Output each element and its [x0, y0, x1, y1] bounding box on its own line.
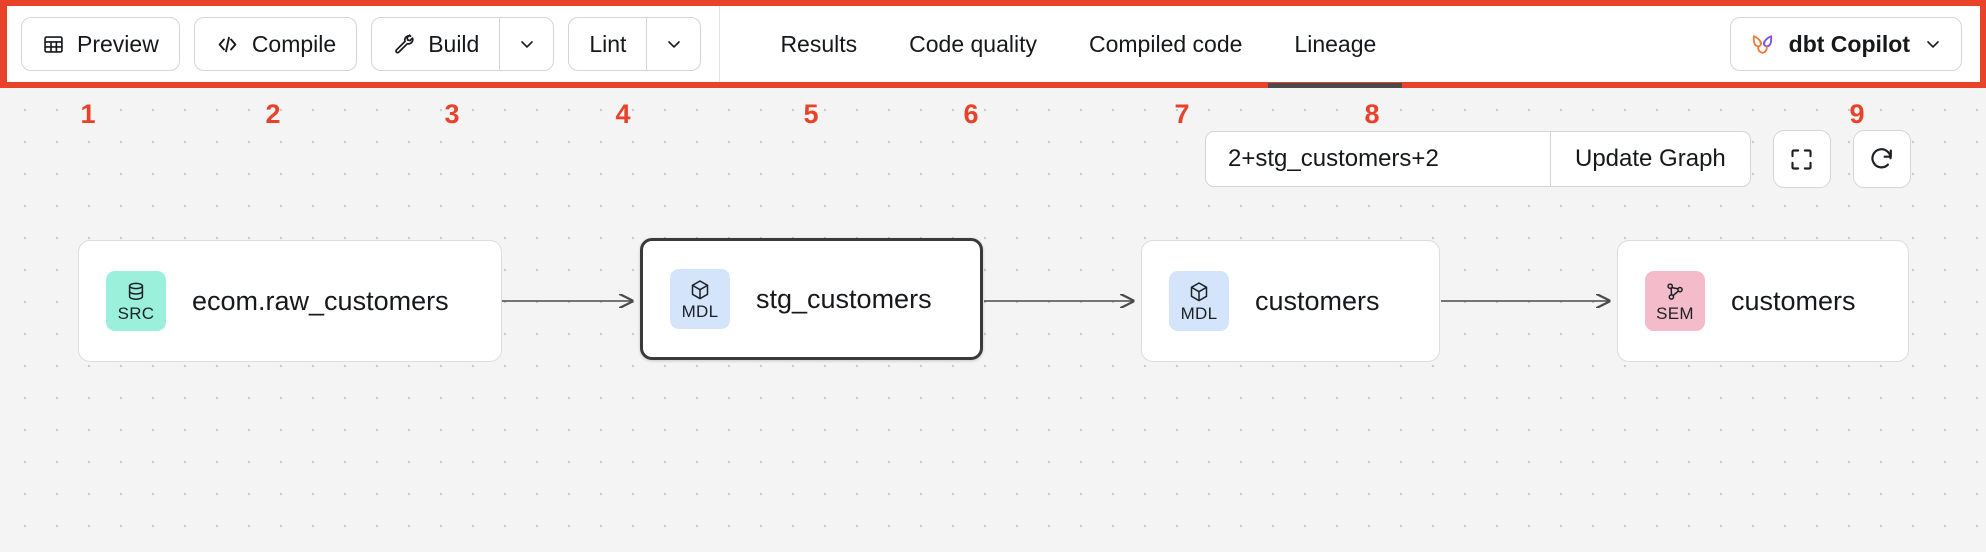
- chevron-down-icon: [517, 34, 537, 54]
- node-badge-label: SEM: [1656, 304, 1694, 323]
- node-selection-group: Update Graph: [1205, 131, 1751, 187]
- build-button-label: Build: [428, 30, 480, 57]
- chevron-down-icon: [1923, 34, 1943, 54]
- build-button[interactable]: Build: [372, 18, 499, 70]
- node-badge-label: MDL: [681, 302, 719, 321]
- graph-controls: Update Graph: [1205, 130, 1911, 188]
- node-badge-label: SRC: [117, 304, 155, 323]
- dbt-copilot-button[interactable]: dbt Copilot: [1729, 17, 1962, 71]
- node-badge-sem: SEM: [1645, 271, 1705, 331]
- database-icon: [124, 280, 148, 304]
- refresh-icon: [1867, 145, 1896, 174]
- toolbar-action-group: Preview Compile Build: [7, 6, 721, 82]
- build-split-button: Build: [371, 17, 555, 71]
- node-title: stg_customers: [756, 283, 932, 314]
- lineage-node-stg-customers[interactable]: MDL stg_customers: [640, 238, 983, 360]
- lineage-node-customers-semantic[interactable]: SEM customers: [1617, 240, 1909, 362]
- tab-code-quality[interactable]: Code quality: [909, 30, 1037, 57]
- lint-dropdown-toggle[interactable]: [646, 18, 700, 70]
- refresh-graph-button[interactable]: [1852, 130, 1911, 188]
- result-panel-tabs: Results Code quality Compiled code Linea…: [720, 6, 1729, 88]
- lint-button[interactable]: Lint: [569, 18, 646, 70]
- table-icon: [42, 33, 65, 56]
- dbt-copilot-icon: [1749, 31, 1776, 58]
- tab-compiled-code[interactable]: Compiled code: [1089, 30, 1243, 57]
- fit-view-button[interactable]: [1772, 130, 1831, 188]
- node-title: ecom.raw_customers: [192, 285, 449, 316]
- lineage-canvas[interactable]: Update Graph: [0, 88, 1986, 552]
- build-dropdown-toggle[interactable]: [499, 18, 553, 70]
- dbt-copilot-label: dbt Copilot: [1788, 30, 1910, 57]
- node-title: customers: [1255, 285, 1380, 316]
- code-brackets-icon: [215, 32, 240, 57]
- tab-lineage[interactable]: Lineage: [1268, 6, 1403, 88]
- cube-icon: [688, 278, 712, 302]
- preview-button[interactable]: Preview: [21, 17, 180, 71]
- semantic-graph-icon: [1663, 280, 1687, 304]
- lineage-node-src[interactable]: SRC ecom.raw_customers: [78, 240, 502, 362]
- lineage-edges: [502, 88, 1986, 552]
- preview-button-label: Preview: [77, 30, 159, 57]
- lineage-node-customers-model[interactable]: MDL customers: [1141, 240, 1440, 362]
- wrench-icon: [392, 32, 416, 56]
- toolbar-right-group: dbt Copilot: [1729, 17, 1980, 71]
- node-selection-input[interactable]: [1206, 132, 1550, 186]
- lint-split-button: Lint: [568, 17, 702, 71]
- update-graph-button[interactable]: Update Graph: [1550, 132, 1750, 186]
- chevron-down-icon: [664, 34, 684, 54]
- lint-button-label: Lint: [589, 30, 627, 57]
- node-badge-label: MDL: [1180, 304, 1218, 323]
- node-badge-src: SRC: [106, 271, 166, 331]
- node-badge-mdl: MDL: [1169, 271, 1229, 331]
- cube-icon: [1187, 280, 1211, 304]
- compile-button-label: Compile: [251, 30, 337, 57]
- node-title: customers: [1731, 285, 1856, 316]
- editor-toolbar: Preview Compile Build: [0, 0, 1986, 88]
- compile-button[interactable]: Compile: [193, 17, 358, 71]
- fullscreen-icon: [1788, 146, 1815, 173]
- tab-results[interactable]: Results: [780, 30, 858, 57]
- node-badge-mdl: MDL: [670, 269, 730, 329]
